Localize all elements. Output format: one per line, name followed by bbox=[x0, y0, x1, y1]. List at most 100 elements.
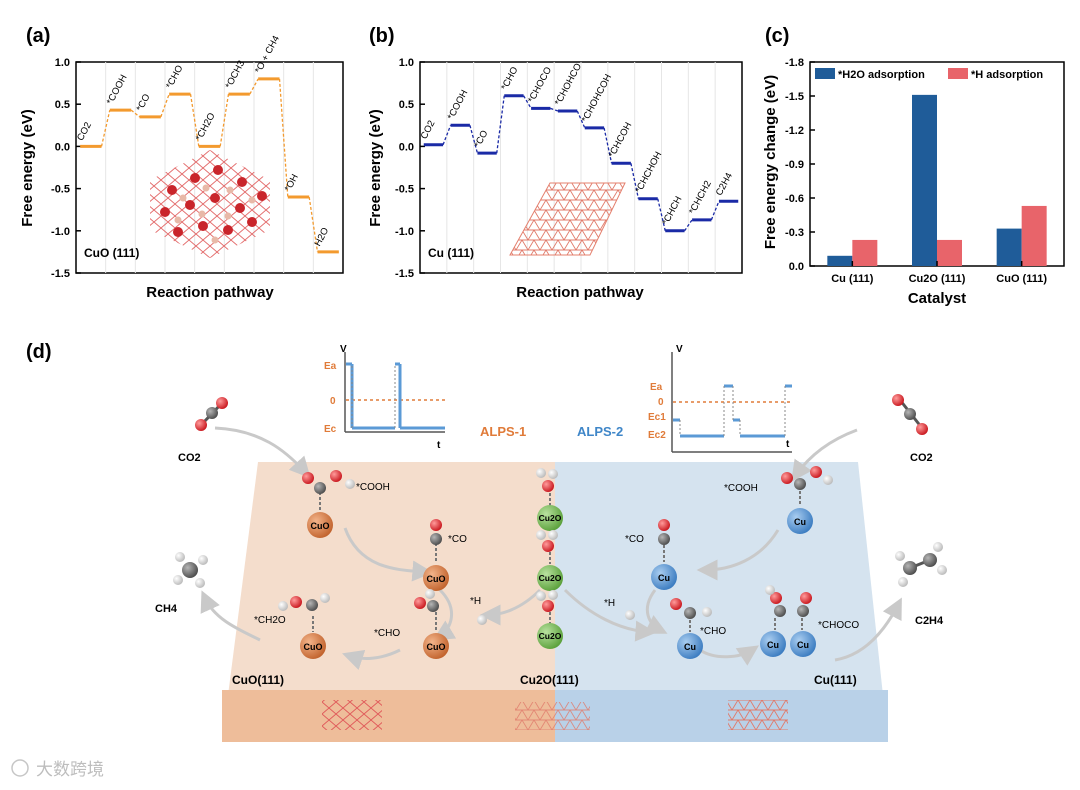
scheme-panel: V t Ea 0 Ec V t Ea 0 Ec1 Ec2 ALPS-1 ALPS… bbox=[155, 344, 947, 742]
slab-left-face bbox=[222, 462, 555, 742]
pot1-t: t bbox=[437, 440, 441, 451]
state-label: *CHO bbox=[499, 65, 520, 92]
chart-c-bars bbox=[827, 94, 1047, 266]
state-label: *COOH bbox=[105, 73, 130, 107]
site-label-cu2o: Cu2O(111) bbox=[520, 673, 579, 687]
panel-label-b: (b) bbox=[369, 25, 395, 47]
ytick-label: 1.0 bbox=[55, 57, 70, 69]
cuo-atom-1-label: CuO bbox=[311, 521, 330, 531]
slab-cu2o-crystal bbox=[515, 702, 590, 730]
alps1-label: ALPS-1 bbox=[480, 424, 526, 439]
state-label: *CHCHOH bbox=[633, 150, 664, 195]
cu2o-atom-2-label: Cu2O bbox=[539, 573, 562, 583]
potential-plot-2: V t Ea 0 Ec1 Ec2 bbox=[648, 344, 792, 453]
state-label: *OCH3 bbox=[223, 59, 247, 91]
cuo-site-3: CuO bbox=[414, 589, 449, 659]
pot1-zero: 0 bbox=[330, 396, 336, 407]
xtick-label: Cu (111) bbox=[831, 273, 874, 285]
co-label-right: *CO bbox=[625, 534, 644, 545]
chart-b-annotation: Cu (111) bbox=[428, 246, 474, 260]
h-atom-right bbox=[625, 610, 635, 620]
ytick-label: 0.0 bbox=[55, 141, 70, 153]
cho-label-left: *CHO bbox=[374, 628, 400, 639]
energy-connector bbox=[249, 78, 259, 95]
chart-c-xticks: Cu (111)Cu2O (111)CuO (111) bbox=[831, 261, 1047, 285]
ch4-label: CH4 bbox=[155, 603, 178, 615]
ytick-label: 0.0 bbox=[399, 141, 414, 153]
cuo-atom-4-label: CuO bbox=[304, 642, 323, 652]
pot1-ea: Ea bbox=[324, 361, 337, 372]
chart-a-xlabel: Reaction pathway bbox=[146, 284, 274, 301]
ytick-label: -0.3 bbox=[785, 227, 804, 239]
pot2-ec2: Ec2 bbox=[648, 430, 666, 441]
legend-h2o-swatch bbox=[815, 68, 835, 79]
cu-site-2: Cu bbox=[651, 519, 677, 590]
ytick-label: -1.8 bbox=[785, 57, 804, 69]
c2h4-label: C2H4 bbox=[915, 615, 944, 627]
cu-atom-2-label: Cu bbox=[658, 573, 670, 583]
ytick-label: 0.5 bbox=[399, 99, 414, 111]
chart-b-ylabel: Free energy (eV) bbox=[367, 109, 384, 227]
chart-a-annotation: CuO (111) bbox=[84, 246, 139, 260]
cuo-site-2: CuO bbox=[423, 519, 449, 591]
state-label: *CHCH2 bbox=[687, 179, 714, 216]
bar bbox=[1021, 205, 1047, 266]
energy-connector bbox=[710, 201, 720, 221]
chart-b-xlabel: Reaction pathway bbox=[516, 284, 644, 301]
h-label-left: *H bbox=[470, 596, 481, 607]
watermark-text: 大数跨境 bbox=[36, 760, 104, 779]
ytick-label: 0.5 bbox=[55, 99, 70, 111]
cu-crystal-inset bbox=[509, 182, 626, 256]
state-label: *OH bbox=[283, 172, 301, 193]
energy-connector bbox=[684, 219, 693, 232]
h-label-right: *H bbox=[604, 598, 615, 609]
chart-c-xlabel: Catalyst bbox=[908, 290, 966, 307]
pot1-v: V bbox=[340, 344, 347, 355]
slab-left-edge bbox=[222, 690, 555, 742]
energy-connector bbox=[576, 110, 586, 129]
energy-connector bbox=[130, 109, 140, 118]
pot2-v: V bbox=[676, 344, 683, 355]
chart-c-ylabel: Free energy change (eV) bbox=[762, 75, 779, 249]
pot2-zero: 0 bbox=[658, 397, 664, 408]
legend-h-label: *H adsorption bbox=[971, 69, 1043, 81]
state-label: H2O bbox=[312, 226, 331, 248]
potential-plot-1: V t Ea 0 Ec bbox=[324, 344, 445, 451]
state-label: *CHCH bbox=[660, 194, 684, 227]
ytick-label: -0.5 bbox=[395, 184, 414, 196]
cu2o-atom-3-label: Cu2O bbox=[539, 631, 562, 641]
reaction-arrows bbox=[200, 426, 902, 670]
chart-a-yticks: 1.00.50.0-0.5-1.0-1.5 bbox=[51, 57, 81, 280]
ch2o-label: *CH2O bbox=[254, 615, 286, 626]
cu-atom-3-label: Cu bbox=[684, 642, 696, 652]
bar bbox=[912, 94, 937, 266]
state-label: CO2 bbox=[75, 120, 94, 142]
panel-label-d: (d) bbox=[26, 341, 52, 363]
state-label: *CHOHCO bbox=[553, 62, 584, 108]
cooh-label-right: *COOH bbox=[724, 483, 758, 494]
state-label: *CHCOH bbox=[607, 120, 635, 159]
xtick-label: Cu2O (111) bbox=[909, 273, 966, 285]
chart-a-marks bbox=[80, 77, 339, 254]
slab-cu-crystal bbox=[728, 700, 788, 730]
chart-c: -1.8-1.5-1.2-0.9-0.6-0.30.0 Cu (111)Cu2O… bbox=[762, 57, 1065, 307]
panel-label-c: (c) bbox=[765, 25, 789, 47]
co2-molecule-right bbox=[892, 394, 928, 435]
energy-connector bbox=[100, 109, 111, 147]
chart-a: 1.00.50.0-0.5-1.0-1.5 CO2*COOH*CO*CHO*CH… bbox=[19, 34, 344, 301]
energy-connector bbox=[189, 93, 200, 147]
cu-site-3: Cu bbox=[670, 598, 712, 659]
co2-label-left: CO2 bbox=[178, 452, 201, 464]
bar bbox=[827, 255, 853, 266]
energy-connector bbox=[442, 125, 452, 145]
ytick-label: -1.2 bbox=[785, 125, 804, 137]
ytick-label: -0.5 bbox=[51, 184, 70, 196]
alps2-label: ALPS-2 bbox=[577, 424, 623, 439]
state-label: CO2 bbox=[419, 119, 438, 141]
bar bbox=[996, 228, 1022, 266]
cu-atom-4-label: Cu bbox=[767, 640, 779, 650]
site-label-cu: Cu(111) bbox=[814, 673, 857, 687]
watermark: 大数跨境 bbox=[11, 759, 104, 779]
slab-right-edge bbox=[555, 690, 888, 742]
